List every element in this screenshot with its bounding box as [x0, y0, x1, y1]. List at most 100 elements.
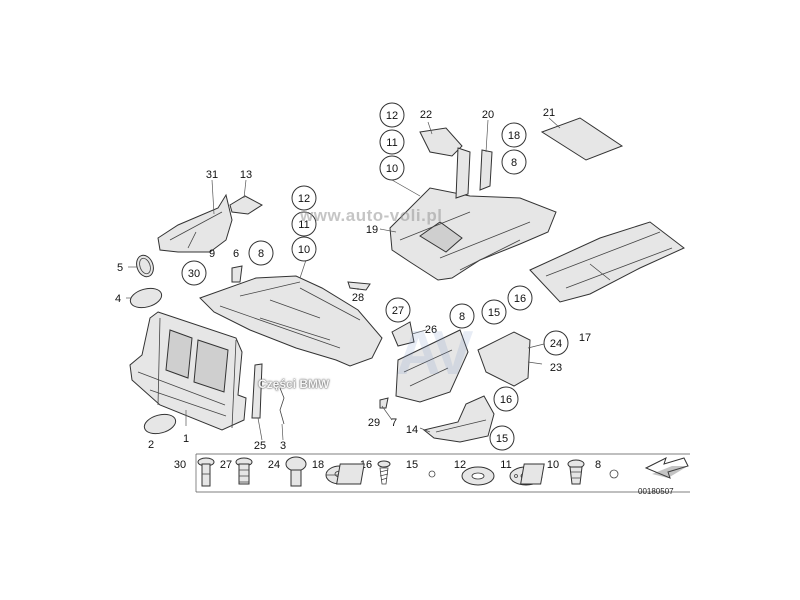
label-6: 6	[233, 248, 239, 260]
leader-lines	[126, 117, 561, 441]
callout-18: 18	[501, 122, 527, 148]
label-23: 23	[550, 362, 562, 374]
svg-text:10: 10	[298, 244, 310, 256]
label-13: 13	[240, 169, 252, 181]
drawing-number: 00180507	[638, 487, 674, 496]
liner-14-part	[422, 395, 495, 443]
washer-icon	[461, 466, 495, 486]
label-21: 21	[543, 107, 555, 119]
wire-part	[279, 387, 285, 425]
fastener-strip: 30 27 24 18 16 15 12 11 10 8	[174, 453, 690, 493]
svg-text:30: 30	[188, 268, 200, 280]
label-26: 26	[425, 324, 437, 336]
strap-part	[251, 363, 263, 419]
callout-24: 24	[543, 330, 569, 356]
underbody-shield-rear-part	[529, 221, 685, 303]
liner-part	[477, 331, 531, 387]
callout-27: 27	[385, 297, 411, 323]
watermark-url: www.auto-voli.pl	[300, 206, 443, 225]
label-5: 5	[117, 262, 123, 274]
svg-text:15: 15	[488, 307, 500, 319]
watermark-logo: AV	[396, 319, 474, 388]
clip-part	[231, 265, 243, 283]
label-22: 22	[420, 109, 432, 121]
wheel-arch-liner-part	[395, 329, 469, 403]
callout-10b: 10	[291, 236, 317, 262]
callout-15b: 15	[489, 425, 515, 451]
square-nut-icon	[520, 463, 619, 485]
label-4: 4	[115, 293, 121, 305]
screw-icon	[377, 460, 391, 485]
fastener-number: 12	[454, 459, 466, 471]
label-25: 25	[254, 440, 266, 452]
svg-text:24: 24	[550, 338, 562, 350]
fastener-number: 27	[220, 459, 232, 471]
callout-11b: 11	[291, 211, 317, 237]
callout-8b: 8	[248, 240, 274, 266]
callout-8c: 8	[449, 303, 475, 329]
label-14: 14	[406, 424, 418, 436]
fastener-number: 15	[406, 459, 418, 471]
air-duct-left-part	[157, 193, 263, 253]
fastener-number: 24	[268, 459, 280, 471]
bracket-part	[347, 281, 371, 291]
callout-11a: 11	[379, 129, 405, 155]
label-9: 9	[209, 248, 215, 260]
label-19: 19	[366, 224, 378, 236]
label-17: 17	[579, 332, 591, 344]
underbody-shield-front-part	[199, 275, 383, 367]
ring-part	[136, 254, 154, 278]
label-2: 2	[148, 439, 154, 451]
svg-text:27: 27	[392, 305, 404, 317]
svg-text:16: 16	[514, 293, 526, 305]
svg-text:8: 8	[511, 157, 517, 169]
svg-text:8: 8	[258, 248, 264, 260]
svg-text:10: 10	[386, 163, 398, 175]
fastener-number: 18	[312, 459, 324, 471]
expanding-rivet-icon	[235, 457, 253, 485]
label-31: 31	[206, 169, 218, 181]
label-28: 28	[352, 292, 364, 304]
svg-text:12: 12	[386, 110, 398, 122]
svg-text:18: 18	[508, 130, 520, 142]
label-20: 20	[482, 109, 494, 121]
callout-16b: 16	[493, 386, 519, 412]
svg-text:16: 16	[500, 394, 512, 406]
clip-29-part	[379, 397, 389, 409]
bracket-20-part	[455, 147, 471, 199]
fastener-number: 10	[547, 459, 559, 471]
callout-12a: 12	[379, 102, 405, 128]
callout-10a: 10	[379, 155, 405, 181]
fastener-number: 8	[595, 459, 601, 471]
label-7: 7	[391, 417, 397, 429]
callout-15a: 15	[481, 299, 507, 325]
direction-arrow-icon	[644, 457, 689, 479]
speed-nut-icon	[336, 463, 436, 485]
svg-text:11: 11	[298, 219, 309, 231]
svg-text:15: 15	[496, 433, 508, 445]
label-3: 3	[280, 440, 286, 452]
cover-2-part	[143, 413, 177, 435]
panel-part	[540, 117, 624, 161]
underbody-shield-center-part	[389, 187, 557, 281]
svg-text:12: 12	[298, 193, 310, 205]
label-29: 29	[368, 417, 380, 429]
rivet-icon	[197, 457, 215, 487]
seal-part	[419, 127, 463, 157]
svg-text:11: 11	[386, 137, 397, 149]
fastener-number: 30	[174, 459, 186, 471]
label-1: 1	[183, 433, 189, 445]
air-duct-carrier-part	[129, 311, 247, 431]
cover-part	[129, 287, 163, 309]
screw-grommet-icon	[567, 459, 585, 485]
watermark-brand: Części BMW	[258, 377, 330, 391]
callout-16a: 16	[507, 285, 533, 311]
fastener-number: 11	[500, 459, 511, 471]
callout-12b: 12	[291, 185, 317, 211]
callout-30: 30	[181, 260, 207, 286]
wheel-arch-bracket-part	[391, 321, 415, 347]
callout-8a: 8	[501, 149, 527, 175]
svg-text:8: 8	[459, 311, 465, 323]
